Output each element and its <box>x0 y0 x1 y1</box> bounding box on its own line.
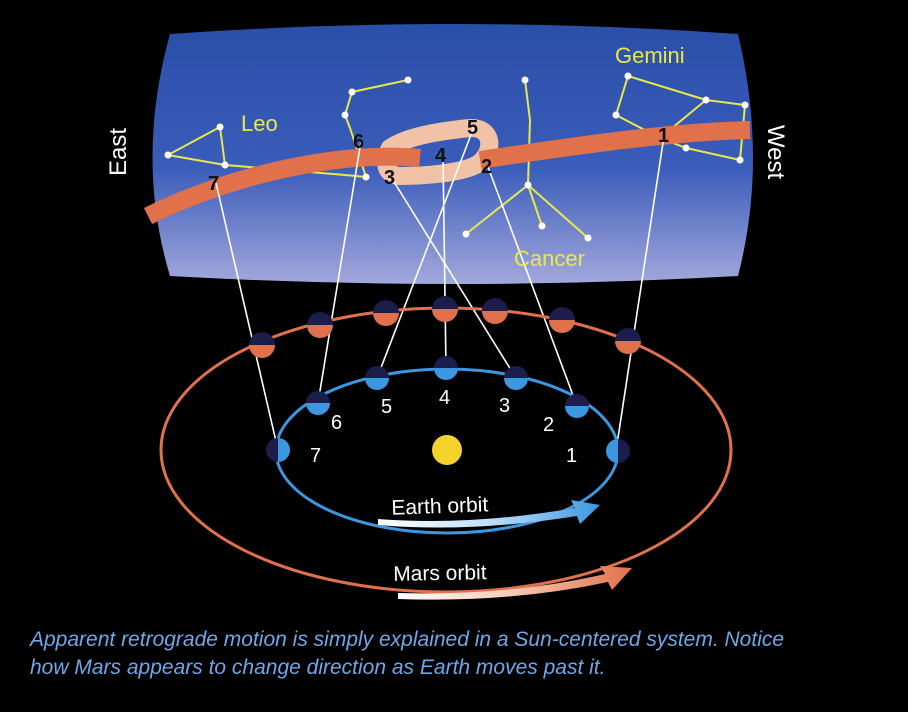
mars-sky-number-1: 1 <box>658 125 669 147</box>
mars-sky-number-3: 3 <box>384 167 395 189</box>
constellation-label-leo: Leo <box>241 111 278 136</box>
sight-lines <box>215 126 665 452</box>
west-label: West <box>762 125 789 180</box>
caption-line-2: how Mars appears to change direction as … <box>30 656 606 679</box>
earth-number-3: 3 <box>499 395 510 417</box>
mars-sky-number-5: 5 <box>467 117 478 139</box>
constellation-label-cancer: Cancer <box>514 246 585 271</box>
earth-number-7: 7 <box>310 445 321 467</box>
earth-numbers: 1 2 3 4 5 6 7 <box>310 387 577 467</box>
earth-number-2: 2 <box>543 414 554 436</box>
earth-number-5: 5 <box>381 396 392 418</box>
sky-dome <box>152 24 753 284</box>
earth-positions <box>266 356 630 463</box>
mars-sky-number-7: 7 <box>208 173 219 195</box>
mars-sky-number-2: 2 <box>481 156 492 178</box>
earth-orbit-label: Earth orbit <box>391 493 489 519</box>
caption: Apparent retrograde motion is simply exp… <box>30 626 890 682</box>
sun <box>432 435 462 465</box>
mars-orbit-arrow <box>398 566 632 600</box>
earth-number-4: 4 <box>439 387 450 409</box>
earth-number-1: 1 <box>566 445 577 467</box>
constellation-label-gemini: Gemini <box>615 43 685 68</box>
mars-positions <box>249 296 641 358</box>
east-label: East <box>105 128 132 176</box>
mars-sky-numbers: 1 2 3 4 5 6 7 <box>208 117 669 195</box>
caption-line-1: Apparent retrograde motion is simply exp… <box>30 628 785 651</box>
stars <box>164 72 749 242</box>
earth-number-6: 6 <box>331 412 342 434</box>
mars-sky-number-6: 6 <box>353 131 364 153</box>
earth-orbit-arrow <box>378 500 600 528</box>
mars-sky-number-4: 4 <box>435 145 447 167</box>
mars-sky-path <box>143 119 751 225</box>
mars-orbit-label: Mars orbit <box>393 561 487 586</box>
